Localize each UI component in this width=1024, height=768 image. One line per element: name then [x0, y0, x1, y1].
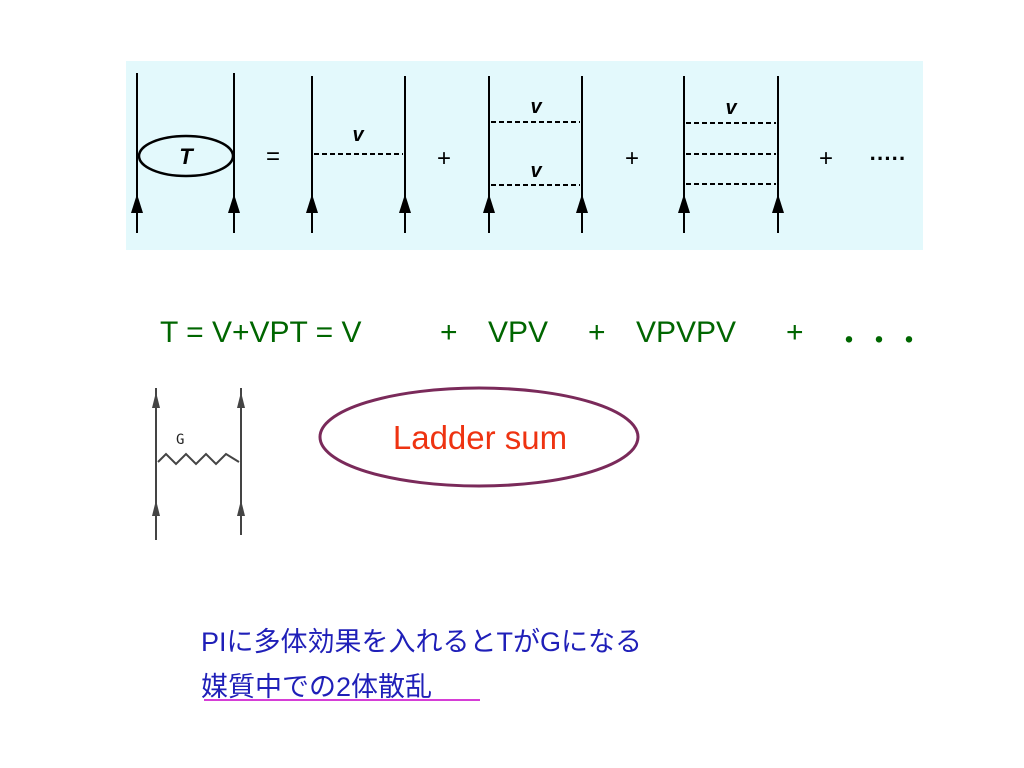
arrow-up-icon: [678, 194, 690, 213]
note-line-2: 媒質中での2体散乱: [201, 672, 433, 702]
arrow-up-icon: [237, 500, 245, 516]
arrow-up-icon: [131, 194, 143, 213]
formula-plus: +: [440, 316, 458, 349]
arrow-up-icon: [152, 392, 160, 408]
plus-sign: +: [625, 145, 639, 172]
plus-sign: +: [819, 145, 833, 172]
note-underline: [204, 699, 480, 701]
ellipsis: ·····: [870, 146, 907, 171]
g-label: G: [176, 432, 184, 448]
arrow-up-icon: [576, 194, 588, 213]
arrow-up-icon: [483, 194, 495, 213]
arrow-up-icon: [228, 194, 240, 213]
formula-plus: +: [588, 316, 606, 349]
ladder-sum-oval: [318, 386, 640, 488]
t-oval: [137, 134, 235, 178]
formula-plus: +: [786, 316, 804, 349]
ladder-sum-label: Ladder sum: [392, 419, 568, 456]
equals-sign: =: [266, 143, 280, 170]
v-symbol: v: [530, 96, 543, 118]
v-symbol: v: [530, 160, 543, 182]
arrow-up-icon: [772, 194, 784, 213]
plus-sign: +: [437, 145, 451, 172]
oval-outline: [318, 386, 640, 488]
v-symbol: v: [352, 124, 365, 146]
arrow-up-icon: [306, 194, 318, 213]
arrow-up-icon: [152, 500, 160, 516]
note-line-1: PIに多体効果を入れるとTがGになる: [201, 627, 643, 657]
g-interaction-zigzag: [157, 452, 240, 466]
formula-ellipsis: ・・・: [834, 325, 924, 358]
t-matrix-diagram-panel: T v v v v = + + + ·····: [126, 61, 923, 250]
t-symbol: T: [179, 144, 194, 169]
t-matrix-formula: T = V+VPT = V + VPV + VPVPV + ・・・: [160, 316, 924, 358]
arrow-up-icon: [399, 194, 411, 213]
g-ladder-diagram: G: [152, 388, 245, 540]
arrow-up-icon: [237, 392, 245, 408]
t-matrix-diagram: T v v v v = + + + ·····: [131, 73, 907, 233]
formula-term: T = V+VPT = V: [160, 316, 362, 349]
formula-term: VPVPV: [636, 316, 737, 349]
v-symbol: v: [725, 97, 738, 119]
formula-term: VPV: [488, 316, 549, 349]
single-v-diagram: [311, 76, 406, 233]
